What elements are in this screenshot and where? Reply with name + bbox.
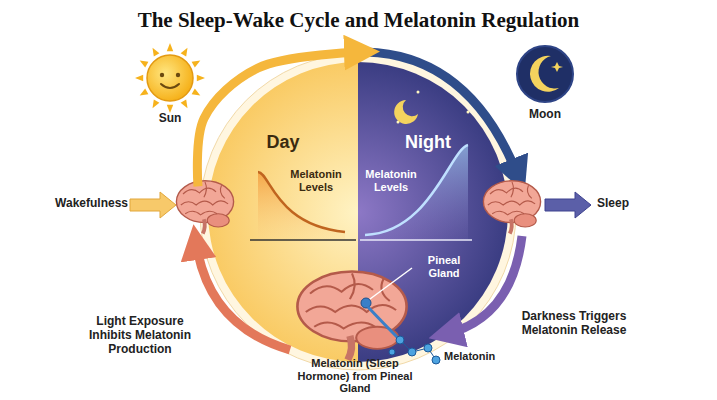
brain-sleep [483, 181, 540, 234]
state-label: Sleep [597, 197, 657, 211]
process-note: Light Exposure Inhibits Melatonin Produc… [76, 315, 204, 356]
panel-heading: Day [238, 132, 328, 154]
molecule-label: Melatonin [444, 350, 514, 363]
hormone-label: Melatonin (Sleep Hormone) from Pineal Gl… [290, 357, 420, 395]
part-label: Pineal Gland [414, 254, 474, 279]
process-note: Darkness Triggers Melatonin Release [520, 310, 628, 338]
melatonin-duct [368, 307, 400, 340]
brain-wake [176, 181, 233, 234]
sun-label: Sun [140, 112, 200, 126]
state-label: Wakefulness [38, 197, 128, 211]
cycle-arrow-dark [446, 236, 522, 334]
cycle-arrow-night [366, 52, 518, 176]
panel-caption: Melatonin Levels [280, 168, 352, 194]
night-curve [365, 145, 468, 235]
sleep-arrow [545, 192, 591, 218]
day-curve-fill [258, 172, 345, 240]
cycle-arrow-day [197, 52, 362, 186]
pineal-leader [370, 268, 412, 299]
moon-icon [517, 46, 573, 102]
moon-label: Moon [510, 108, 580, 122]
night-curve-fill [365, 145, 468, 240]
day-axis [250, 239, 356, 241]
panel-heading: Night [378, 132, 478, 154]
night-axis [360, 239, 472, 241]
day-curve [258, 172, 345, 232]
wake-arrow [130, 192, 176, 218]
sun-icon [135, 43, 205, 113]
panel-caption: Melatonin Levels [360, 168, 422, 194]
cycle-arrow-light [196, 242, 290, 350]
diagram-title: The Sleep-Wake Cycle and Melatonin Regul… [0, 8, 717, 33]
